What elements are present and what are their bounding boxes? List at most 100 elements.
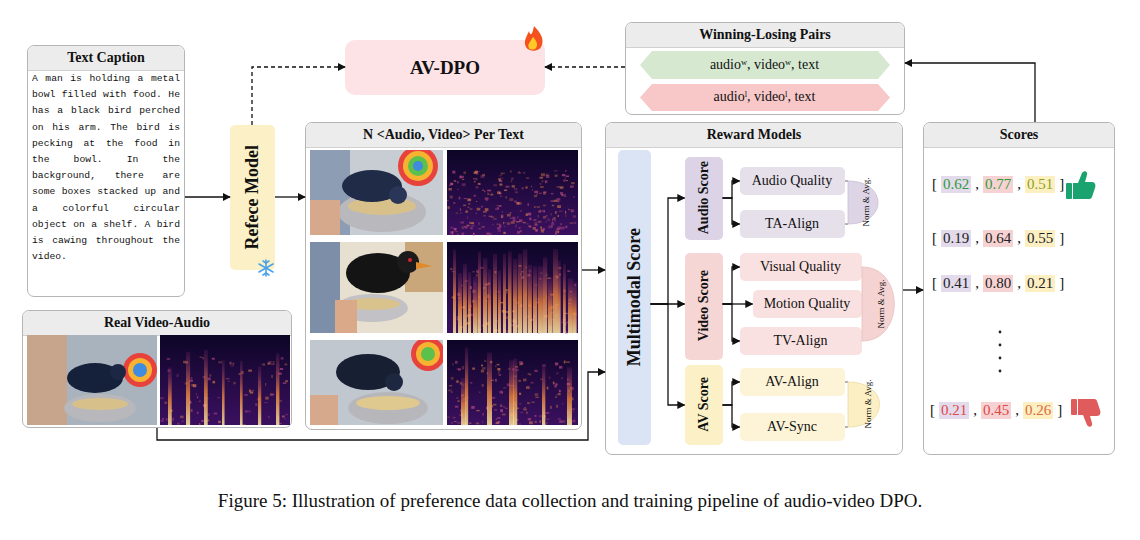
spectrogram xyxy=(516,221,520,222)
spectrogram xyxy=(538,299,539,302)
photo xyxy=(336,354,400,390)
spectrogram xyxy=(540,226,542,228)
spectrogram xyxy=(487,194,489,195)
spectrogram xyxy=(183,361,186,364)
spectrogram xyxy=(513,299,515,300)
spectrogram xyxy=(495,423,498,425)
spectrogram xyxy=(566,175,569,177)
spectrogram xyxy=(478,228,481,229)
spectrogram xyxy=(491,380,494,381)
flow-arrow xyxy=(723,198,740,224)
spectrogram xyxy=(519,361,522,363)
spectrogram xyxy=(457,234,459,236)
spectrogram xyxy=(469,221,470,223)
spectrogram xyxy=(518,380,520,382)
spectrogram xyxy=(558,215,559,217)
spectrogram xyxy=(465,280,469,281)
score-group: AV Score xyxy=(685,365,723,445)
spectrogram xyxy=(556,228,559,230)
spectrogram xyxy=(521,271,524,272)
spectrogram xyxy=(548,308,551,309)
norm-bracket xyxy=(848,181,878,224)
spectrogram xyxy=(487,192,488,194)
spectrogram xyxy=(503,222,504,225)
spectrogram xyxy=(492,224,493,225)
spectrogram xyxy=(280,368,283,370)
norm-bracket xyxy=(845,382,848,383)
spectrogram xyxy=(467,322,471,324)
spectrogram xyxy=(534,206,536,207)
spectrogram xyxy=(482,324,486,326)
spectrogram xyxy=(557,186,560,188)
spectrogram xyxy=(486,232,489,235)
spectrogram xyxy=(505,311,509,313)
spectrogram xyxy=(484,360,486,361)
spectrogram xyxy=(565,214,566,217)
photo xyxy=(356,396,420,410)
spectrogram xyxy=(500,302,504,303)
spectrogram xyxy=(551,193,554,195)
spectrogram xyxy=(513,219,516,221)
spectrogram xyxy=(517,202,519,204)
spectrogram xyxy=(513,217,516,219)
spectrogram xyxy=(499,374,501,376)
spectrogram xyxy=(265,383,266,386)
spectrogram xyxy=(191,409,193,412)
spectrogram xyxy=(541,210,545,212)
spectrogram xyxy=(455,406,458,408)
objective-box: AV-DPO xyxy=(345,40,545,95)
spectrogram xyxy=(208,378,211,381)
spectrogram xyxy=(556,198,560,201)
spectrogram xyxy=(493,254,497,333)
spectrogram xyxy=(495,379,497,382)
spectrogram xyxy=(471,406,474,409)
spectrogram xyxy=(447,150,578,236)
spectrogram xyxy=(560,192,563,194)
spectrogram xyxy=(177,374,179,377)
spectrogram xyxy=(546,175,549,178)
spectrogram xyxy=(496,419,497,420)
spectrogram xyxy=(450,227,453,229)
spectrogram xyxy=(167,358,171,360)
spectrogram xyxy=(462,366,464,367)
spectrogram xyxy=(526,412,527,414)
photo xyxy=(398,150,438,186)
spectrogram xyxy=(458,368,461,370)
spectrogram xyxy=(250,392,253,394)
spectrogram xyxy=(565,177,566,179)
spectrogram xyxy=(470,305,472,308)
spectrogram xyxy=(160,150,578,425)
spectrogram xyxy=(566,361,570,363)
spectrogram xyxy=(551,319,553,321)
spectrogram xyxy=(454,180,456,182)
spectrogram xyxy=(457,400,459,401)
spectrogram xyxy=(552,221,553,223)
metric-box: Motion Quality xyxy=(753,290,862,318)
spectrogram xyxy=(478,252,481,333)
node-label: TV-Align xyxy=(774,333,828,349)
ellipsis-dots xyxy=(999,370,1002,373)
spectrogram xyxy=(483,211,487,212)
snowflake-icon xyxy=(266,273,269,275)
spectrogram xyxy=(474,308,475,309)
spectrogram xyxy=(264,402,267,403)
spectrogram xyxy=(525,266,527,269)
spectrogram xyxy=(556,314,558,316)
spectrogram xyxy=(197,412,199,414)
spectrogram xyxy=(196,393,197,395)
spectrogram xyxy=(491,217,495,218)
spectrogram xyxy=(533,219,536,220)
spectrogram xyxy=(493,184,497,186)
spectrogram xyxy=(531,402,534,403)
spectrogram xyxy=(533,266,537,333)
spectrogram xyxy=(218,361,222,363)
spectrogram xyxy=(470,222,474,224)
spectrogram xyxy=(447,242,578,334)
spectrogram xyxy=(457,189,459,190)
spectrogram xyxy=(573,196,575,197)
spectrogram xyxy=(468,207,470,208)
spectrogram xyxy=(510,212,512,214)
spectrogram xyxy=(563,194,566,196)
spectrogram xyxy=(452,171,455,174)
